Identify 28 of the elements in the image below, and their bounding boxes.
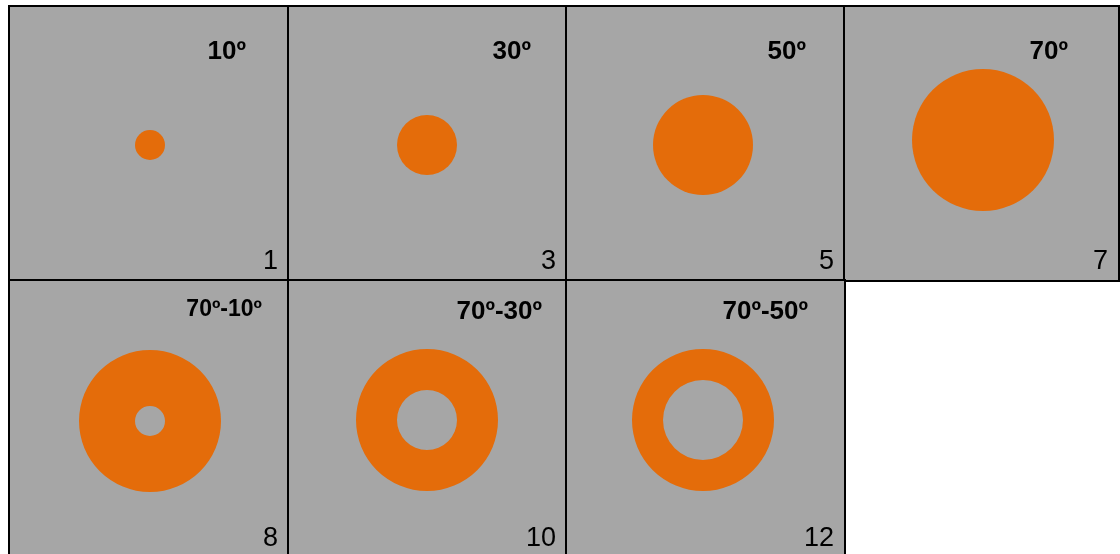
panel (8, 279, 290, 554)
heading: 70º (1029, 35, 1068, 66)
number: 7 (1092, 245, 1108, 276)
ring (355, 348, 498, 491)
number: 5 (818, 245, 834, 276)
heading: 10º (207, 35, 246, 66)
heading: 50º (767, 35, 806, 66)
number: 12 (803, 522, 834, 553)
heading: 70º-10º (186, 295, 262, 322)
panel (287, 279, 568, 554)
number: 10 (525, 522, 556, 553)
panel (8, 5, 290, 282)
disc (134, 129, 165, 160)
number: 1 (262, 245, 278, 276)
panel (565, 5, 846, 282)
disc (911, 68, 1054, 211)
heading: 70º-50º (722, 295, 808, 326)
disc (652, 94, 753, 195)
panel (843, 5, 1120, 282)
ring (78, 349, 221, 492)
panel (287, 5, 568, 282)
number: 3 (540, 245, 556, 276)
number: 8 (262, 522, 278, 553)
heading: 70º-30º (456, 295, 542, 326)
ring (631, 348, 774, 491)
heading: 30º (492, 35, 531, 66)
disc (396, 114, 457, 175)
panel (565, 279, 846, 554)
